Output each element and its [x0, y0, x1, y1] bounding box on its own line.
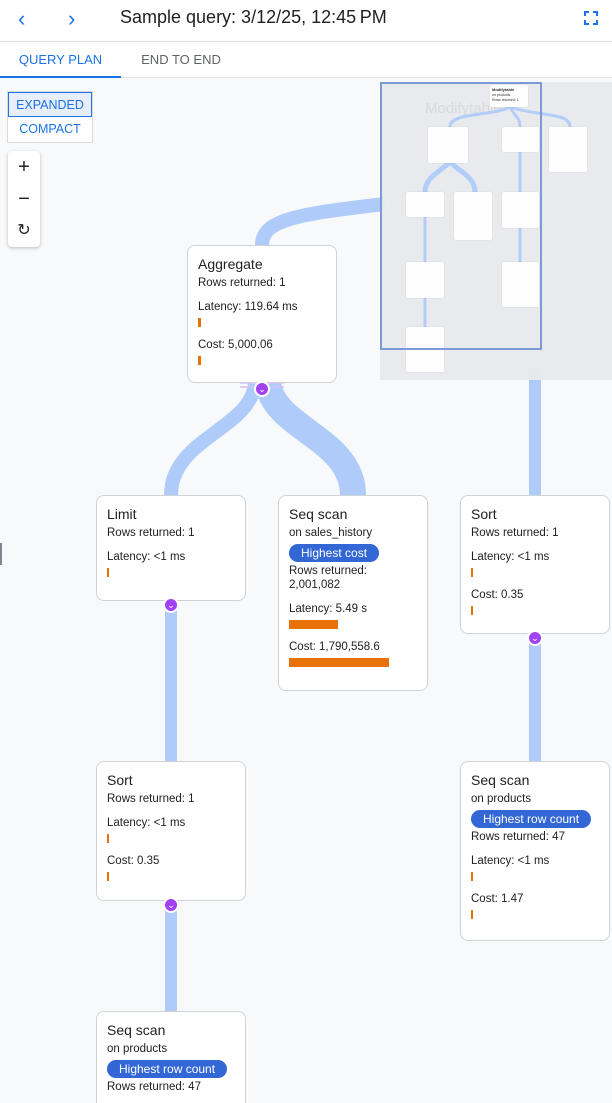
rows-returned: Rows returned: 1: [471, 527, 559, 539]
rows-returned: Rows returned: 1: [107, 527, 195, 539]
minimap-node: [454, 192, 492, 240]
rows-returned: Rows returned: 1: [107, 793, 195, 805]
latency-bar: [471, 872, 473, 881]
minimap-node-title: Modifytable: [492, 87, 515, 92]
latency-bar: [289, 620, 338, 629]
tab-bar: QUERY PLAN END TO END: [0, 42, 612, 78]
minimap-node: [428, 127, 468, 163]
table-name: on products: [471, 793, 532, 805]
node-seq-scan-products-bottom[interactable]: Seq scan on products Highest row count R…: [96, 1011, 246, 1103]
minimap-node: [502, 262, 539, 307]
header: ‹ › Sample query: 3/12/25, 12:45 PM: [0, 0, 612, 42]
edge-root-aggregate: [255, 197, 386, 246]
minimap-node-table: on products: [492, 93, 511, 97]
node-seq-scan-products-right[interactable]: Seq scan on products Highest row count R…: [460, 761, 610, 941]
minimap-viewport[interactable]: [380, 82, 542, 350]
compact-option[interactable]: COMPACT: [19, 122, 81, 136]
rows-returned: Rows returned: 1: [198, 277, 286, 289]
resize-handle[interactable]: [0, 543, 2, 565]
latency-bar: [471, 568, 473, 577]
latency-bar: [107, 568, 109, 577]
node-title: Sort: [107, 772, 133, 788]
node-sort-right[interactable]: Sort Rows returned: 1 Latency: <1 ms Cos…: [460, 495, 610, 634]
tab-query-plan[interactable]: QUERY PLAN: [0, 42, 121, 78]
highest-row-count-badge: Highest row count: [471, 810, 592, 828]
cost-bar: [471, 910, 473, 919]
cost: Cost: 0.35: [471, 589, 524, 601]
rows-returned: Rows returned: 47: [471, 831, 565, 843]
cost-bar: [107, 872, 109, 881]
tab-end-to-end[interactable]: END TO END: [141, 52, 221, 67]
rows-returned-value: 2,001,082: [289, 579, 341, 591]
page-title: Sample query: 3/12/25, 12:45 PM: [120, 7, 387, 27]
table-name: on products: [107, 1043, 168, 1055]
minimap-edges: [422, 105, 572, 327]
node-title: Seq scan: [107, 1022, 166, 1038]
minimap-node: [502, 127, 539, 152]
latency: Latency: <1 ms: [107, 817, 186, 829]
cost: Cost: 5,000.06: [198, 339, 273, 351]
zoom-controls: + − ↻: [8, 151, 40, 247]
latency-bar: [198, 318, 201, 327]
node-title: Limit: [107, 506, 137, 522]
latency: Latency: <1 ms: [471, 855, 550, 867]
chevron-right-icon[interactable]: ›: [68, 6, 76, 31]
node-title: Seq scan: [289, 506, 348, 522]
cost: Cost: 1,790,558.6: [289, 641, 380, 653]
latency: Latency: <1 ms: [471, 551, 550, 563]
node-aggregate[interactable]: Aggregate Rows returned: 1 Latency: 119.…: [187, 245, 337, 383]
table-name: on sales_history: [289, 527, 373, 539]
fullscreen-icon[interactable]: [584, 11, 598, 25]
rows-returned-label: Rows returned:: [289, 565, 367, 577]
zoom-out-icon[interactable]: −: [18, 188, 30, 210]
reset-zoom-icon[interactable]: ↻: [17, 222, 31, 239]
plan-edges: [164, 197, 541, 1011]
highest-cost-badge: Highest cost: [289, 544, 380, 562]
cost: Cost: 0.35: [107, 855, 160, 867]
cost: Cost: 1.47: [471, 893, 524, 905]
node-sort-left[interactable]: Sort Rows returned: 1 Latency: <1 ms Cos…: [96, 761, 246, 901]
latency-bar: [107, 834, 109, 843]
expand-chevron-icon[interactable]: ⌄: [163, 897, 179, 913]
edge-aggregate-limit: [164, 382, 262, 496]
minimap-node: [406, 192, 444, 217]
chevron-left-icon[interactable]: ‹: [18, 6, 26, 31]
minimap-node: [502, 192, 539, 228]
latency: Latency: <1 ms: [107, 551, 186, 563]
node-title: Aggregate: [198, 256, 263, 272]
latency: Latency: 5.49 s: [289, 603, 367, 615]
expand-chevron-icon[interactable]: ⌄: [527, 630, 543, 646]
highest-row-count-badge: Highest row count: [107, 1060, 228, 1078]
cost-bar: [289, 658, 389, 667]
edge-aggregate-seqscan: [255, 380, 366, 497]
view-toggle: EXPANDED COMPACT: [7, 91, 93, 143]
cost-bar: [471, 606, 473, 615]
node-title: Sort: [471, 506, 497, 522]
latency: Latency: 119.64 ms: [198, 301, 298, 313]
node-limit[interactable]: Limit Rows returned: 1 Latency: <1 ms: [96, 495, 246, 601]
node-seq-scan-sales-history[interactable]: Seq scan on sales_history Highest cost R…: [278, 495, 428, 691]
expand-chevron-icon[interactable]: ⌄: [254, 381, 270, 397]
minimap-node: [549, 127, 587, 172]
zoom-in-icon[interactable]: +: [18, 156, 30, 178]
expanded-option[interactable]: EXPANDED: [8, 92, 92, 117]
expand-chevron-icon[interactable]: ⌄: [163, 597, 179, 613]
cost-bar: [198, 356, 201, 365]
query-plan-canvas[interactable]: EXPANDED COMPACT + − ↻ Aggregate Rows re…: [0, 79, 612, 1103]
node-title: Seq scan: [471, 772, 530, 788]
minimap-node: [406, 262, 444, 298]
minimap-node-rows: Rows returned: 1: [492, 98, 519, 102]
rows-returned: Rows returned: 47: [107, 1081, 201, 1093]
